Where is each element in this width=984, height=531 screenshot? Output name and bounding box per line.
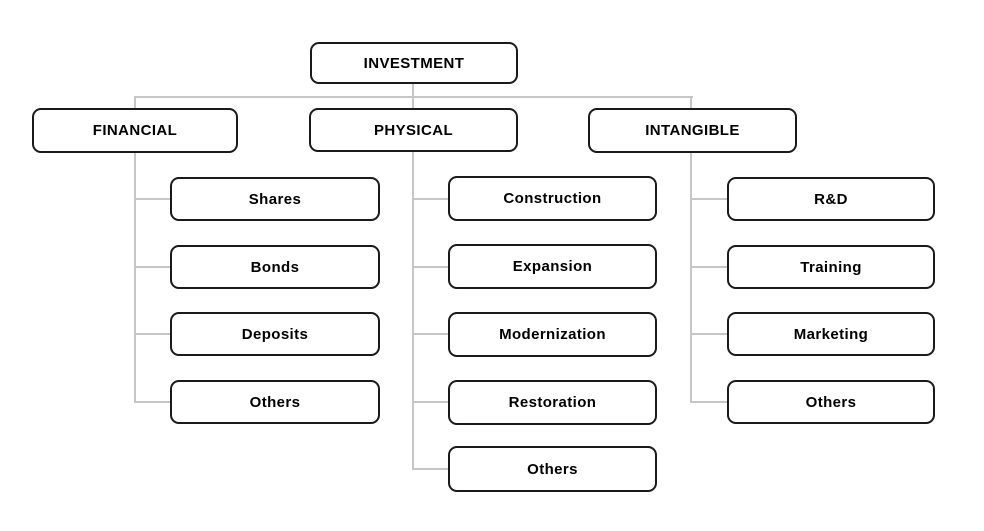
node-marketing: Marketing bbox=[727, 312, 935, 356]
node-investment: INVESTMENT bbox=[310, 42, 518, 84]
connector-stub bbox=[690, 266, 729, 268]
node-physical-others: Others bbox=[448, 446, 657, 492]
connector-stub bbox=[412, 266, 450, 268]
connector-stub bbox=[690, 401, 729, 403]
connector-stub bbox=[134, 266, 172, 268]
node-restoration: Restoration bbox=[448, 380, 657, 425]
connector-stub bbox=[134, 401, 172, 403]
connector-stub bbox=[412, 198, 450, 200]
node-financial-others: Others bbox=[170, 380, 380, 424]
node-physical: PHYSICAL bbox=[309, 108, 518, 152]
connector-stub bbox=[134, 198, 172, 200]
node-shares: Shares bbox=[170, 177, 380, 221]
connector-stub bbox=[690, 198, 729, 200]
connector-root-drop bbox=[412, 83, 414, 97]
node-intangible: INTANGIBLE bbox=[588, 108, 797, 153]
connector-intangible-spine bbox=[690, 96, 692, 403]
node-financial: FINANCIAL bbox=[32, 108, 238, 153]
connector-financial-spine bbox=[134, 96, 136, 403]
node-deposits: Deposits bbox=[170, 312, 380, 356]
node-rd: R&D bbox=[727, 177, 935, 221]
node-expansion: Expansion bbox=[448, 244, 657, 289]
connector-stub bbox=[134, 333, 172, 335]
node-modernization: Modernization bbox=[448, 312, 657, 357]
node-bonds: Bonds bbox=[170, 245, 380, 289]
connector-physical-spine bbox=[412, 96, 414, 470]
connector-stub bbox=[690, 333, 729, 335]
connector-stub bbox=[412, 401, 450, 403]
node-construction: Construction bbox=[448, 176, 657, 221]
connector-stub bbox=[412, 333, 450, 335]
connector-stub bbox=[412, 468, 450, 470]
node-training: Training bbox=[727, 245, 935, 289]
node-intangible-others: Others bbox=[727, 380, 935, 424]
